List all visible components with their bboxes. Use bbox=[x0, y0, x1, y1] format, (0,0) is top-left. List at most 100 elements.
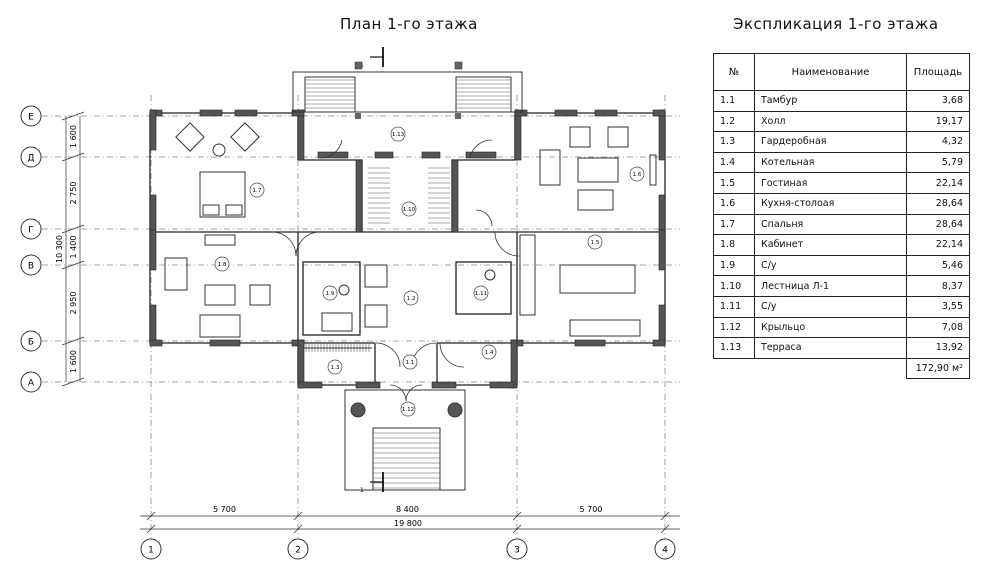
axis-bubble-row bbox=[20, 146, 42, 168]
chair-living-1 bbox=[569, 126, 591, 148]
bathroom-1.11-walls bbox=[455, 261, 512, 315]
cell-area: 22,14 bbox=[906, 234, 970, 256]
room-tag: 1.2 bbox=[407, 296, 416, 302]
dimension-left: 1 600 bbox=[69, 350, 78, 373]
room-tag-circle bbox=[629, 166, 645, 182]
dimension-bottom: 8 400 bbox=[396, 505, 419, 514]
total-row: 172,90 м² bbox=[714, 357, 970, 380]
room-tag-circle bbox=[403, 290, 419, 306]
bathroom-1.9-walls bbox=[302, 261, 361, 336]
room-tag-circle bbox=[322, 285, 338, 301]
terrace-steps-left bbox=[304, 76, 356, 113]
room-tags: 1.11.21.31.41.51.61.71.81.91.101.111.121… bbox=[214, 126, 645, 417]
room-tag: 1.13 bbox=[392, 132, 405, 138]
sofa-office bbox=[204, 284, 236, 306]
room-tag: 1.9 bbox=[326, 291, 335, 297]
porch-steps bbox=[372, 427, 441, 491]
cell-name: Холл bbox=[754, 110, 907, 133]
cell-num: 1.11 bbox=[713, 295, 755, 318]
hall-wardrobe bbox=[364, 264, 388, 288]
cell-name: Кабинет bbox=[754, 234, 907, 256]
cell-area: 22,14 bbox=[906, 172, 970, 194]
axis-label-row: Д bbox=[27, 154, 34, 164]
dimension-left: 1 600 bbox=[69, 125, 78, 148]
cell-name: Терраса bbox=[754, 337, 907, 359]
porch-column-left bbox=[350, 402, 366, 418]
office-desk bbox=[164, 257, 188, 291]
table-living bbox=[577, 157, 619, 183]
cell-num: 1.10 bbox=[713, 275, 755, 297]
section-marks: 11 bbox=[354, 47, 463, 494]
table-header-row: № Наименование Площадь bbox=[713, 53, 970, 91]
cell-name: С/у bbox=[754, 254, 907, 277]
cell-num: 1.5 bbox=[713, 172, 755, 194]
terrace-steps-right bbox=[455, 76, 512, 113]
cell-num: 1.6 bbox=[713, 192, 755, 215]
room-tag: 1.5 bbox=[591, 240, 600, 246]
cell-name: Гостиная bbox=[754, 172, 907, 194]
cell-area: 28,64 bbox=[906, 213, 970, 236]
room-tag: 1.8 bbox=[218, 262, 227, 268]
kitchen-counter bbox=[569, 319, 641, 337]
step-lines bbox=[305, 79, 511, 489]
room-tag: 1.4 bbox=[485, 350, 494, 356]
bathtub bbox=[321, 312, 353, 332]
room-tag: 1.10 bbox=[403, 207, 416, 213]
cell-num: 1.2 bbox=[713, 110, 755, 133]
axis-bubble-row bbox=[20, 105, 42, 127]
dimension-bottom-total: 19 800 bbox=[394, 519, 422, 528]
cell-num: 1.8 bbox=[713, 234, 755, 256]
chair-living-3 bbox=[577, 189, 614, 211]
axis-label-row: Б bbox=[28, 338, 34, 348]
room-tag: 1.7 bbox=[253, 188, 262, 194]
room-tag-circle bbox=[587, 234, 603, 250]
wall-stair-right bbox=[451, 159, 515, 232]
cell-num: 1.3 bbox=[713, 131, 755, 153]
axis-bubble-row bbox=[20, 371, 42, 393]
terrace-outline bbox=[292, 71, 523, 113]
cell-name: Тамбур bbox=[754, 90, 907, 112]
room-tag: 1.1 bbox=[406, 360, 415, 366]
total-area: 172,90 м² bbox=[906, 357, 970, 380]
room-tag-circle bbox=[249, 182, 265, 198]
room-tag-circle bbox=[400, 401, 416, 417]
room-tag-circle bbox=[401, 201, 417, 217]
cell-area: 5,46 bbox=[906, 254, 970, 277]
doors-layer bbox=[271, 139, 520, 402]
axis-bubble-row bbox=[20, 254, 42, 276]
cell-area: 3,55 bbox=[906, 295, 970, 318]
kitchen-worktop bbox=[519, 234, 536, 316]
cabinet-office bbox=[199, 314, 241, 338]
room-tag-circle bbox=[402, 354, 418, 370]
axis-label-col: 3 bbox=[514, 546, 520, 556]
header-name: Наименование bbox=[754, 53, 907, 91]
cell-area: 5,79 bbox=[906, 151, 970, 174]
axis-label-row: В bbox=[28, 262, 34, 272]
coffee-table bbox=[212, 143, 226, 157]
room-tag: 1.11 bbox=[475, 291, 487, 297]
axis-label-row: А bbox=[28, 379, 35, 389]
cell-area: 13,92 bbox=[906, 337, 970, 359]
axis-bubble-col bbox=[654, 538, 676, 560]
cell-area: 7,08 bbox=[906, 316, 970, 339]
cell-name: Кухня-столоая bbox=[754, 192, 907, 215]
room-tag-circle bbox=[390, 126, 406, 142]
axis-label-row: Г bbox=[28, 226, 34, 236]
room-tag: 1.6 bbox=[633, 172, 642, 178]
cell-num: 1.7 bbox=[713, 213, 755, 236]
axis-bubble-row bbox=[20, 218, 42, 240]
explication-title: Экспликация 1-го этажа bbox=[733, 15, 939, 33]
dimension-left: 1 400 bbox=[69, 236, 78, 259]
dimension-bottom: 5 700 bbox=[213, 505, 236, 514]
cell-area: 4,32 bbox=[906, 131, 970, 153]
furniture-layer bbox=[164, 122, 657, 418]
